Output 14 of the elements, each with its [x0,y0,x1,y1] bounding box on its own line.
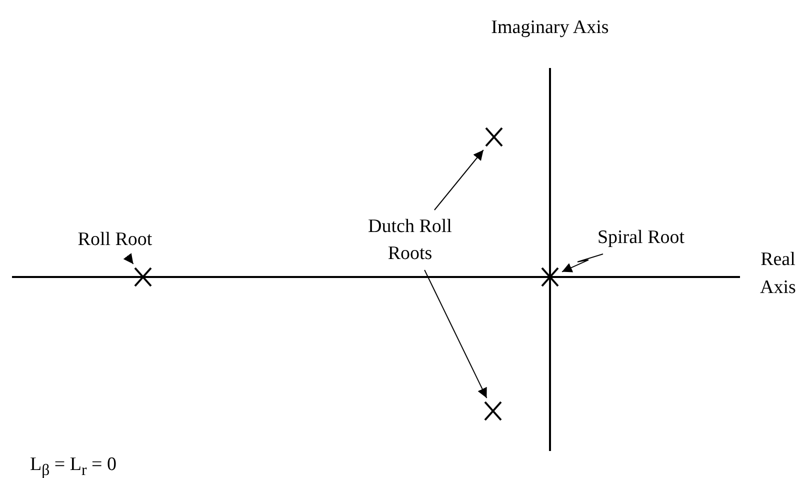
root-marker [541,267,559,287]
arrow [434,150,484,210]
axis-label: Real Axis [759,248,797,300]
root-marker [134,267,152,287]
arrow [123,253,134,264]
arrow [424,270,488,398]
axis-label: Imaginary Axis [490,16,610,40]
arrow [562,254,604,272]
root-marker [485,127,503,147]
root-marker [484,401,502,421]
root-label: Roll Root [70,226,160,253]
root-label: Dutch Roll Roots [350,213,470,267]
root-label: Spiral Root [586,224,696,251]
condition-note: L$_{β}$ = L$_{r}$ = 0 [30,453,118,478]
